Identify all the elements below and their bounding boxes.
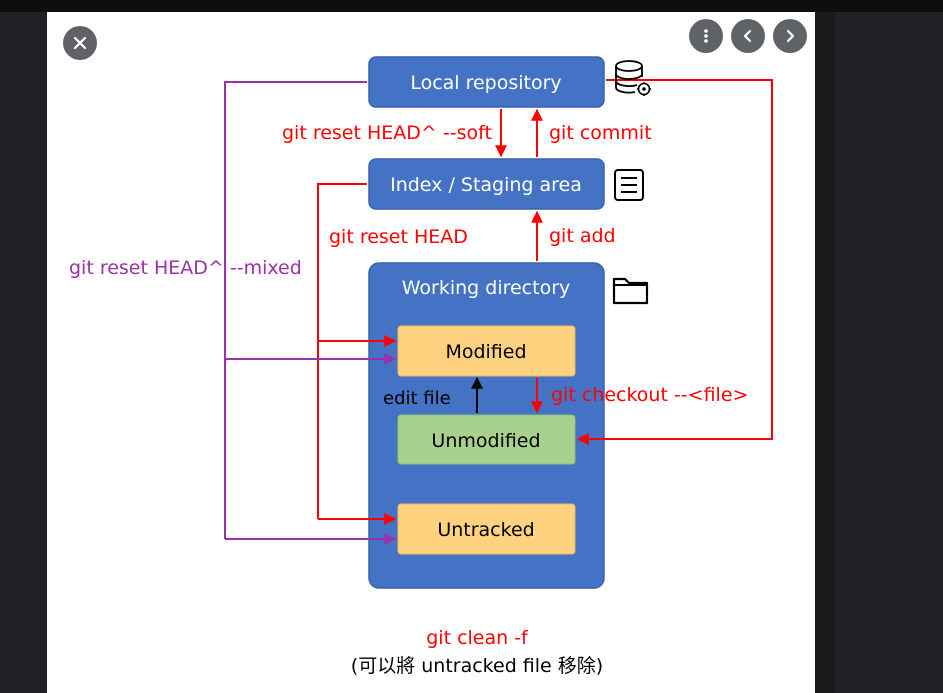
close-icon — [73, 36, 87, 50]
git-checkout-label: git checkout --<file> — [551, 384, 748, 406]
edit-file-label: edit file — [383, 388, 451, 409]
git-add-label: git add — [549, 225, 616, 247]
untracked-box — [397, 503, 576, 555]
working-directory-label: Working directory — [402, 277, 571, 299]
git-clean-note: (可以將 untracked file 移除) — [351, 655, 603, 677]
list-icon — [614, 169, 644, 201]
git-clean-label: git clean -f — [426, 627, 529, 649]
previous-button[interactable] — [731, 19, 765, 53]
git-commit-label: git commit — [549, 122, 652, 144]
database-gear-icon — [615, 60, 651, 96]
more-options-button[interactable] — [689, 19, 723, 53]
close-button[interactable] — [63, 26, 97, 60]
unmodified-label: Unmodified — [431, 430, 540, 452]
next-button[interactable] — [773, 19, 807, 53]
unmodified-box — [397, 414, 576, 465]
git-reset-head-label: git reset HEAD — [329, 226, 468, 248]
git-reset-head-line — [317, 183, 367, 519]
modified-box — [397, 325, 576, 377]
viewer-edge — [815, 12, 835, 693]
untracked-label: Untracked — [437, 519, 534, 541]
more-vert-icon — [704, 29, 708, 43]
git-reset-mixed-label: git reset HEAD^ --mixed — [69, 257, 302, 279]
chevron-right-icon — [786, 29, 795, 43]
local-repository-box — [368, 56, 605, 108]
repository-to-unmodified-line — [576, 79, 773, 445]
local-repository-label: Local repository — [410, 72, 561, 94]
staging-area-box — [368, 158, 605, 210]
chevron-left-icon — [743, 29, 752, 43]
git-reset-soft-label: git reset HEAD^ --soft — [282, 122, 492, 144]
staging-area-label: Index / Staging area — [390, 174, 582, 196]
modified-label: Modified — [445, 341, 526, 363]
folder-icon — [612, 277, 649, 305]
top-bar — [0, 0, 943, 12]
git-reset-mixed-line — [224, 81, 367, 539]
